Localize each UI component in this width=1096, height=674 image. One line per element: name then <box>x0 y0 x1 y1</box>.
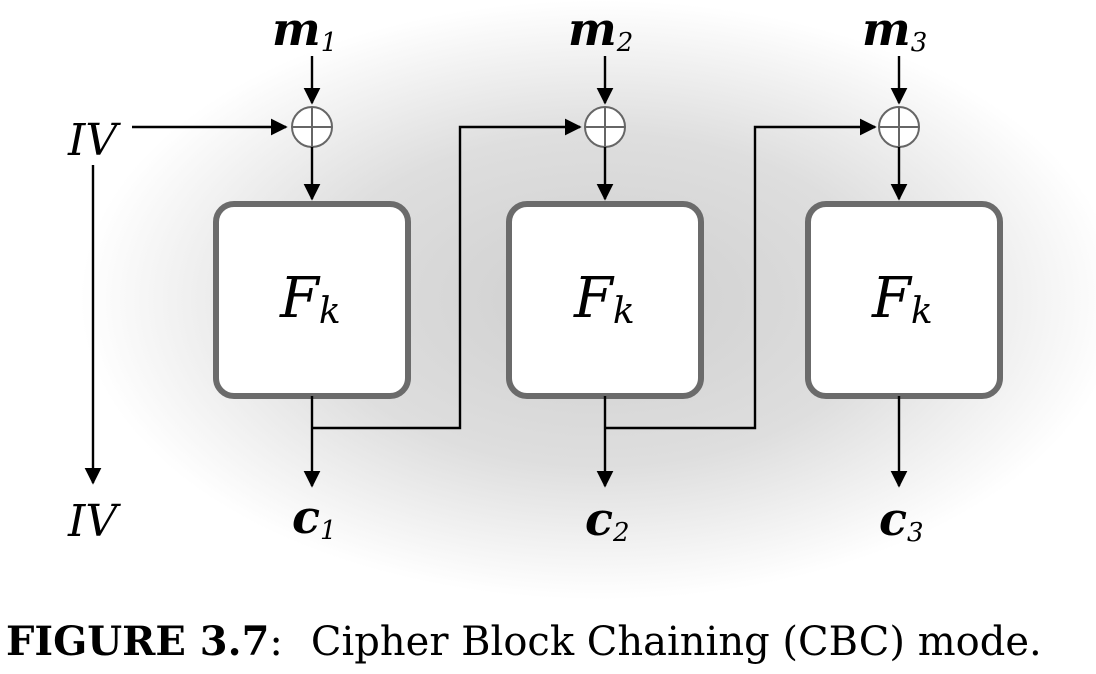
figure-separator: : <box>269 619 283 665</box>
ciphertext-2-label: c2 <box>585 492 630 548</box>
cbc-mode-diagram: IV IV m1 Fk c1 m2 <box>67 0 1096 600</box>
chain-2-to-3-arrow <box>605 118 877 430</box>
block-1: m1 Fk c1 <box>213 2 411 546</box>
cipher-box-3 <box>805 201 1003 399</box>
message-3-label: m3 <box>862 2 927 58</box>
block-3: m3 Fk c3 <box>805 2 1003 548</box>
message-2-label: m2 <box>568 2 633 58</box>
cipher-function-2-label: Fk <box>573 266 635 332</box>
iv-top-label: IV <box>67 115 121 166</box>
cipher-function-1-label: Fk <box>279 266 341 332</box>
xor-1-icon <box>291 106 333 148</box>
xor-3-icon <box>878 106 920 148</box>
figure-caption-text: Cipher Block Chaining (CBC) mode. <box>310 619 1042 665</box>
chain-1-to-2-arrow <box>312 118 582 430</box>
ciphertext-1-label: c1 <box>292 490 337 546</box>
message-1-label: m1 <box>272 2 337 58</box>
ciphertext-3-label: c3 <box>879 492 924 548</box>
iv-bottom-label: IV <box>67 496 121 547</box>
cipher-function-3-label: Fk <box>871 266 933 332</box>
block-2: m2 Fk c2 <box>506 2 704 548</box>
figure-number: FIGURE 3.7 <box>6 618 270 665</box>
figure-caption: FIGURE 3.7: Cipher Block Chaining (CBC) m… <box>6 619 1042 665</box>
xor-2-icon <box>584 106 626 148</box>
